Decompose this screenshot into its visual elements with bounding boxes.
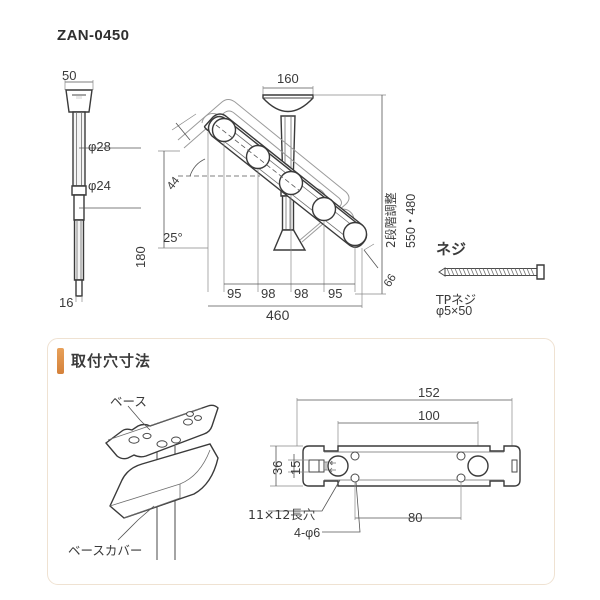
base-plate-dimension-drawing xyxy=(268,398,521,533)
ceiling-plate-width-label: 160 xyxy=(277,71,299,86)
plate-lower-span-label: 80 xyxy=(408,510,423,525)
pole-lower-diameter-label: φ24 xyxy=(88,178,111,193)
panel-heading: 取付穴寸法 xyxy=(71,352,152,370)
slot-dimension-label: 11×12長穴 xyxy=(248,507,316,522)
pole-bottom-width-label: 16 xyxy=(59,295,74,310)
plate-inner-height-label: 15 xyxy=(288,460,303,475)
segment-label-3: 98 xyxy=(294,286,309,301)
total-length-label: 460 xyxy=(266,307,290,323)
segment-label-4: 95 xyxy=(328,286,343,301)
base-cover-label: ベースカバー xyxy=(68,543,143,558)
page-title: ZAN-0450 xyxy=(57,27,130,44)
pole-upper-diameter-label: φ28 xyxy=(88,139,111,154)
screw-illustration xyxy=(438,264,545,280)
height-values-label: 550・480 xyxy=(404,193,418,248)
screw-size-label: φ5×50 xyxy=(436,304,473,318)
screw-type-label: TPネジ xyxy=(436,292,477,307)
hole-count-label: 4-φ6 xyxy=(294,526,321,540)
height-adjust-note: 2段階調整 xyxy=(384,192,398,248)
pole-elevation-drawing xyxy=(64,80,141,302)
base-label: ベース xyxy=(110,394,147,409)
arm-drop-label: 180 xyxy=(133,246,148,268)
panel-accent-bar xyxy=(57,348,64,374)
segment-label-2: 98 xyxy=(261,286,276,301)
segment-label-1: 95 xyxy=(227,286,242,301)
pole-top-width-label: 50 xyxy=(62,68,77,83)
main-assembly-drawing xyxy=(158,86,386,308)
plate-outer-width-label: 152 xyxy=(418,385,440,400)
screw-section-heading: ネジ xyxy=(436,240,467,258)
plate-hole-span-label: 100 xyxy=(418,408,440,423)
arm-angle-label: 25° xyxy=(163,230,183,245)
plate-outer-height-label: 36 xyxy=(270,460,285,475)
base-assembly-illustration xyxy=(104,404,219,560)
